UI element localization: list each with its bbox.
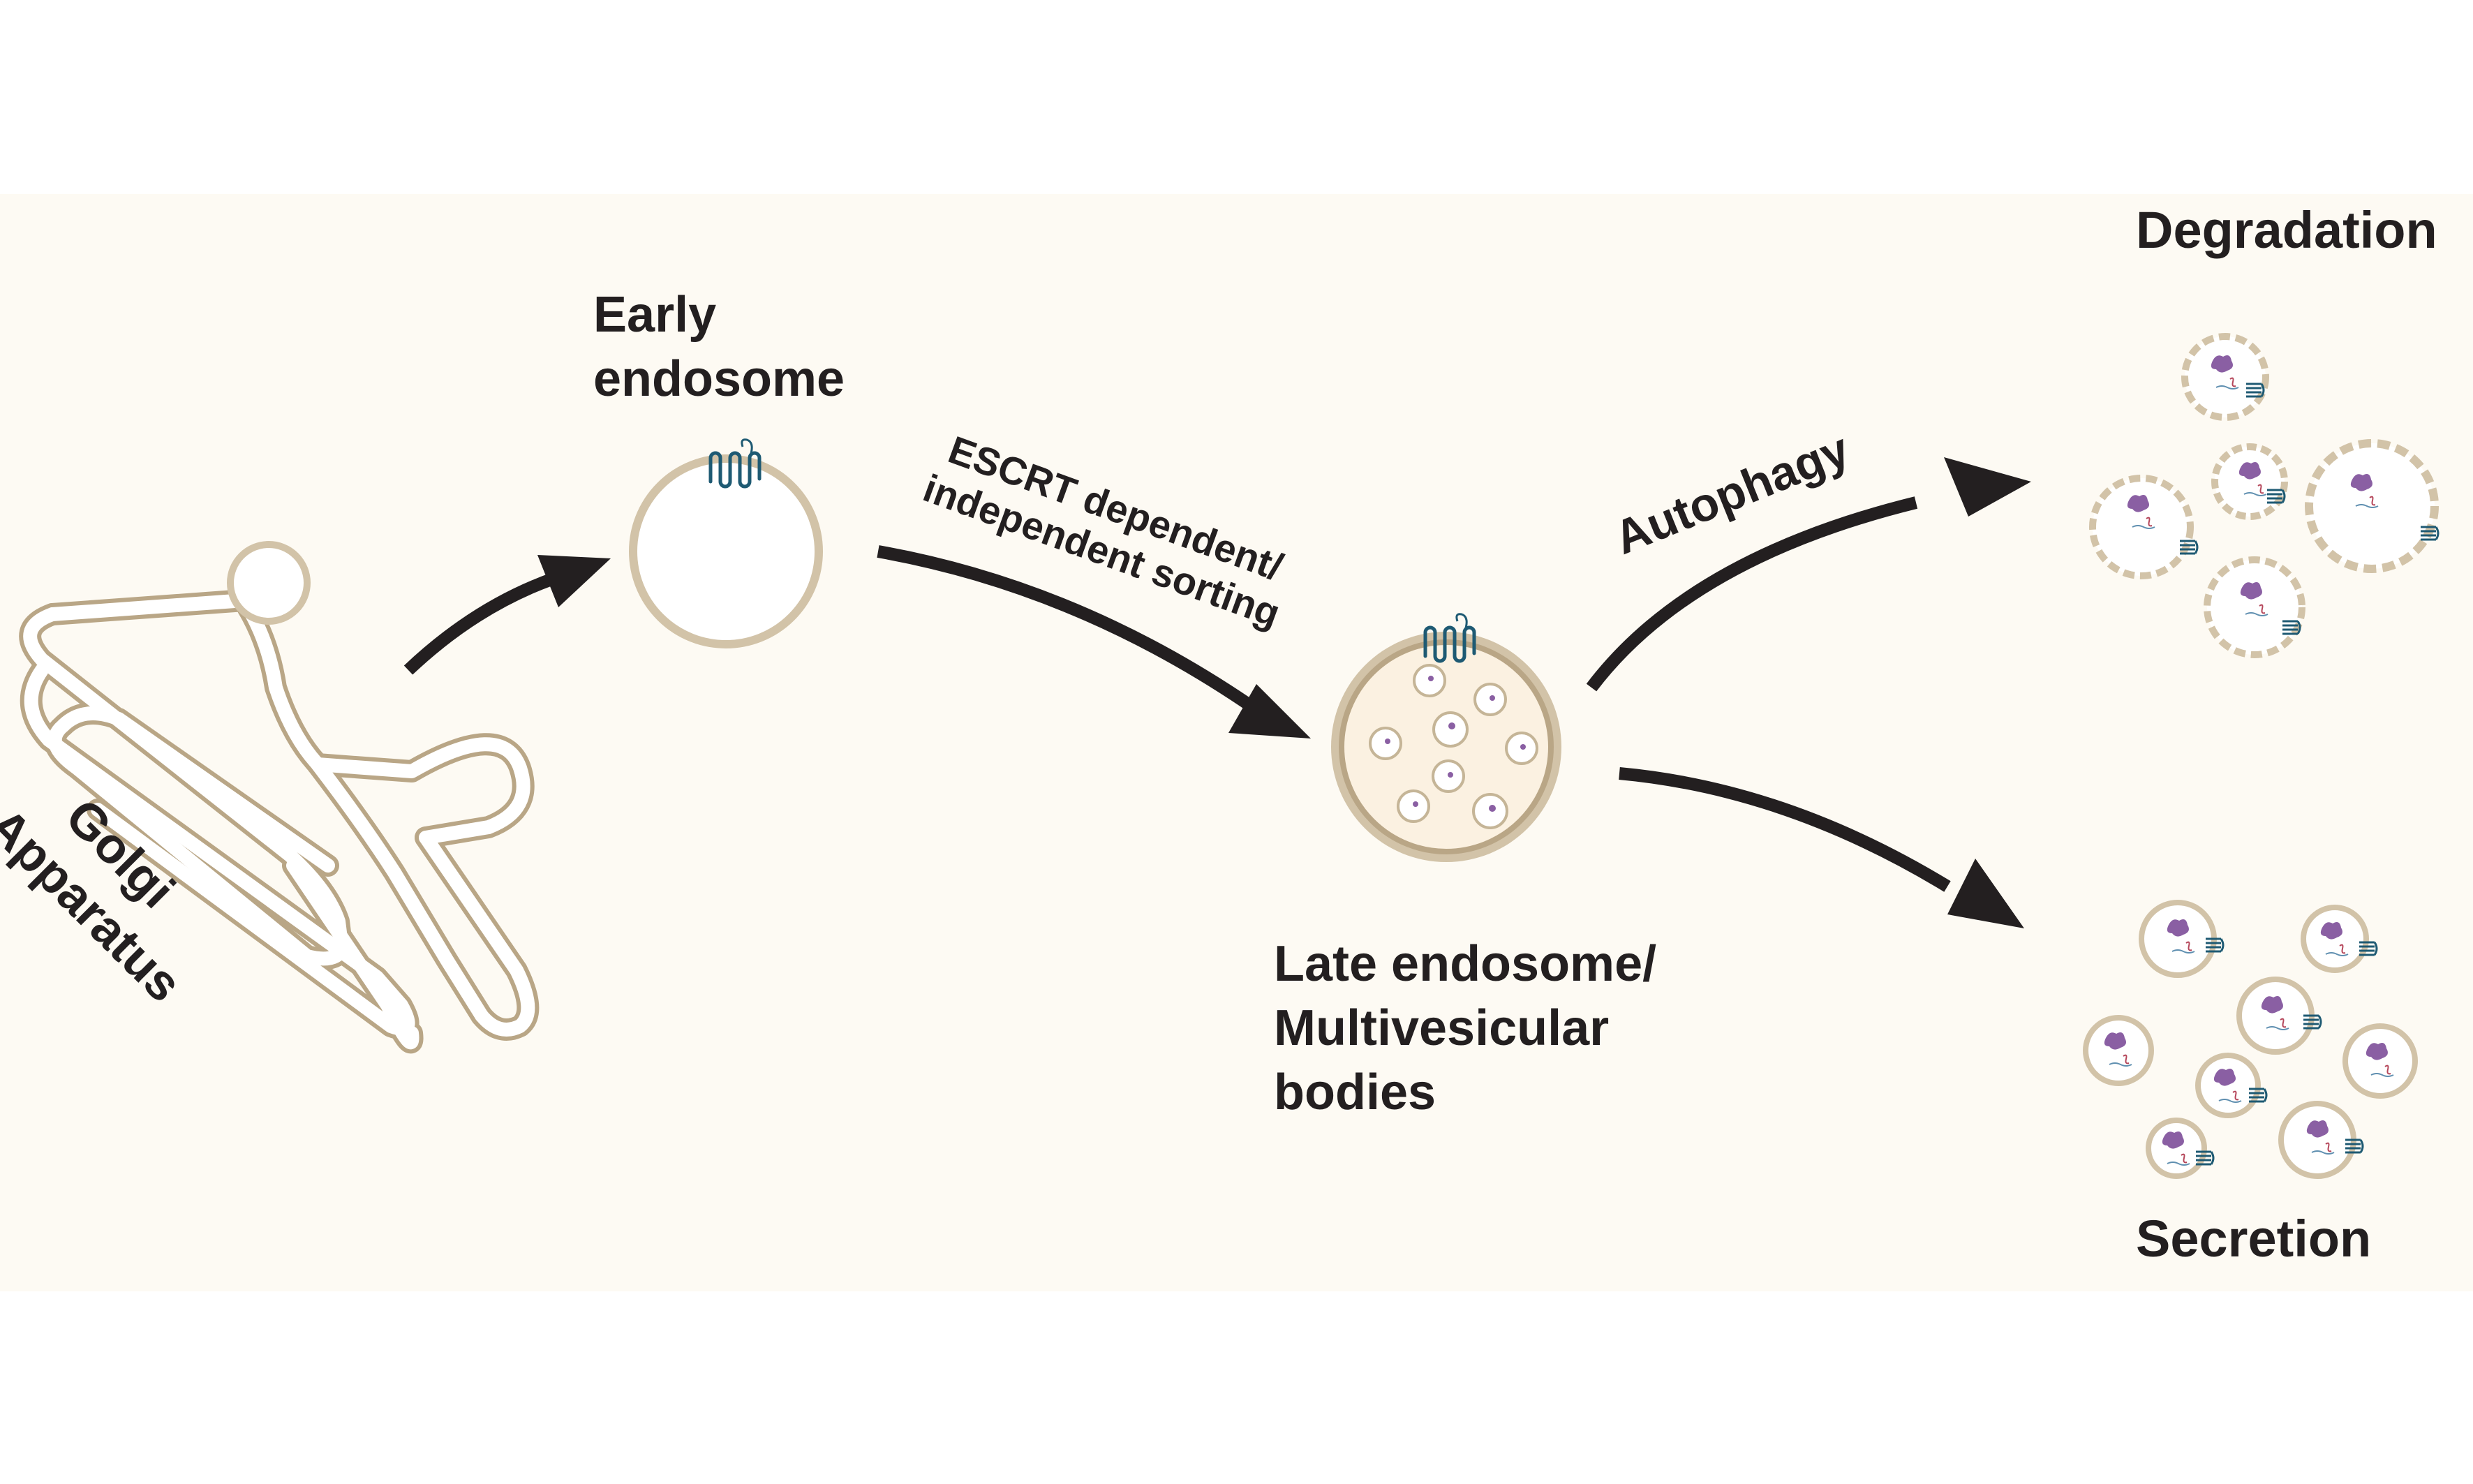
- early-endosome-label-line2: endosome: [593, 351, 845, 407]
- intraluminal-vesicle: [1369, 727, 1402, 760]
- arrow-to-secretion: [1619, 767, 2024, 928]
- degrading-vesicle: [2089, 475, 2199, 579]
- secretion-label: Secretion: [2136, 1210, 2371, 1268]
- early-endosome-label-line1: Early: [593, 287, 716, 343]
- arrow-golgi-to-early: [403, 555, 611, 675]
- arrow-early-to-late: [877, 545, 1311, 739]
- secreted-vesicle: [2083, 1015, 2154, 1086]
- degradation-label: Degradation: [2136, 201, 2437, 259]
- arrow-to-degradation: [1586, 457, 2031, 692]
- golgi-apparatus-icon: [19, 541, 540, 1054]
- late-endosome-label-line1: Late endosome/: [1274, 936, 1656, 992]
- intraluminal-cargo: [1385, 676, 1526, 812]
- degrading-vesicle: [2305, 439, 2439, 573]
- degrading-vesicle: [2204, 556, 2305, 658]
- intraluminal-vesicles: [1369, 664, 1538, 829]
- secreted-vesicle: [2195, 1053, 2268, 1118]
- secreted-vesicle: [2236, 977, 2322, 1055]
- late-endosome-label-line2: Multivesicular: [1274, 1000, 1609, 1056]
- early-endosome-icon: [629, 440, 823, 648]
- multivesicular-body-icon: [1331, 614, 1561, 862]
- background-band: [0, 194, 2473, 1291]
- degradation-vesicle-cluster: [2089, 333, 2439, 658]
- secreted-vesicle: [2301, 905, 2378, 973]
- intraluminal-vesicle: [1397, 789, 1430, 823]
- secreted-vesicle: [2146, 1118, 2215, 1179]
- degrading-vesicle: [2181, 333, 2269, 421]
- degrading-vesicle: [2211, 443, 2288, 520]
- late-endosome-label-line3: bodies: [1274, 1064, 1436, 1120]
- secreted-vesicle: [2278, 1101, 2364, 1179]
- secreted-vesicle: [2139, 900, 2225, 978]
- intraluminal-vesicle: [1432, 711, 1469, 748]
- secreted-vesicle: [2342, 1023, 2418, 1099]
- secreted-vesicle-cluster: [2083, 900, 2418, 1179]
